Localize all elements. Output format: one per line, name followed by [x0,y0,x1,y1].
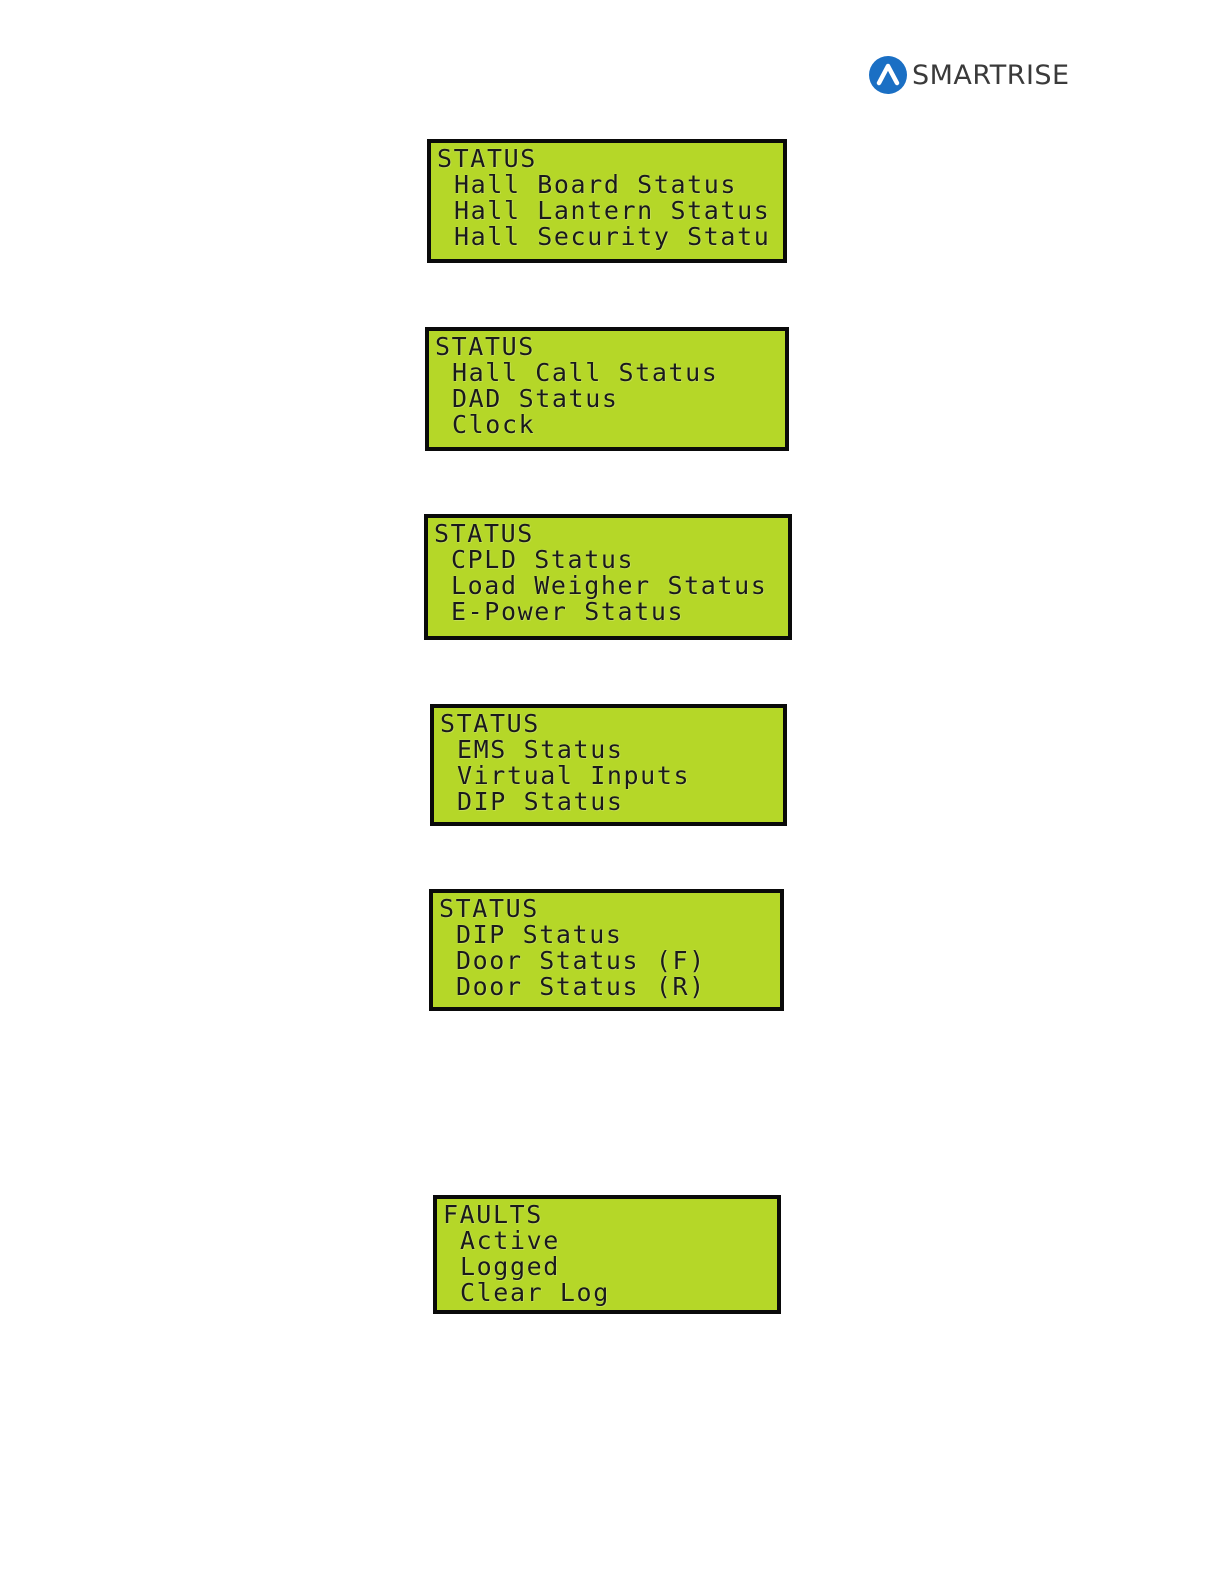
lcd-menu-item[interactable]: DAD Status [435,386,785,412]
lcd-screen-status-3: STATUS CPLD Status Load Weigher Status E… [424,514,792,640]
lcd-title: STATUS [437,146,783,172]
smartrise-logo-icon [868,55,908,95]
lcd-title: STATUS [434,521,788,547]
lcd-title: FAULTS [443,1202,777,1228]
lcd-menu-item[interactable]: Hall Call Status [435,360,785,386]
lcd-menu-item[interactable]: Active [443,1228,777,1254]
lcd-screen-status-4: STATUS EMS Status Virtual Inputs DIP Sta… [430,704,787,826]
lcd-menu-item[interactable]: CPLD Status [434,547,788,573]
lcd-screen-faults: FAULTS Active Logged Clear Log [433,1195,781,1314]
smartrise-logo: SMARTRISE [868,54,1070,96]
lcd-screen-status-5: STATUS DIP Status Door Status (F) Door S… [429,889,784,1011]
lcd-title: STATUS [440,711,783,737]
lcd-menu-item[interactable]: Logged [443,1254,777,1280]
lcd-menu-item[interactable]: Clock [435,412,785,438]
lcd-menu-item[interactable]: Hall Lantern Status [437,198,783,224]
lcd-menu-item[interactable]: Hall Board Status [437,172,783,198]
lcd-menu-item[interactable]: EMS Status [440,737,783,763]
lcd-screen-status-1: STATUS Hall Board Status Hall Lantern St… [427,139,787,263]
lcd-title: STATUS [435,334,785,360]
brand-name: SMARTRISE [912,62,1070,89]
lcd-menu-item[interactable]: Hall Security Statu [437,224,783,250]
lcd-menu-item[interactable]: E-Power Status [434,599,788,625]
lcd-menu-item[interactable]: DIP Status [439,922,780,948]
lcd-menu-item[interactable]: Clear Log [443,1280,777,1306]
lcd-menu-item[interactable]: DIP Status [440,789,783,815]
lcd-menu-item[interactable]: Door Status (F) [439,948,780,974]
lcd-title: STATUS [439,896,780,922]
lcd-menu-item[interactable]: Virtual Inputs [440,763,783,789]
lcd-menu-item[interactable]: Door Status (R) [439,974,780,1000]
lcd-screen-status-2: STATUS Hall Call Status DAD Status Clock [425,327,789,451]
lcd-menu-item[interactable]: Load Weigher Status [434,573,788,599]
